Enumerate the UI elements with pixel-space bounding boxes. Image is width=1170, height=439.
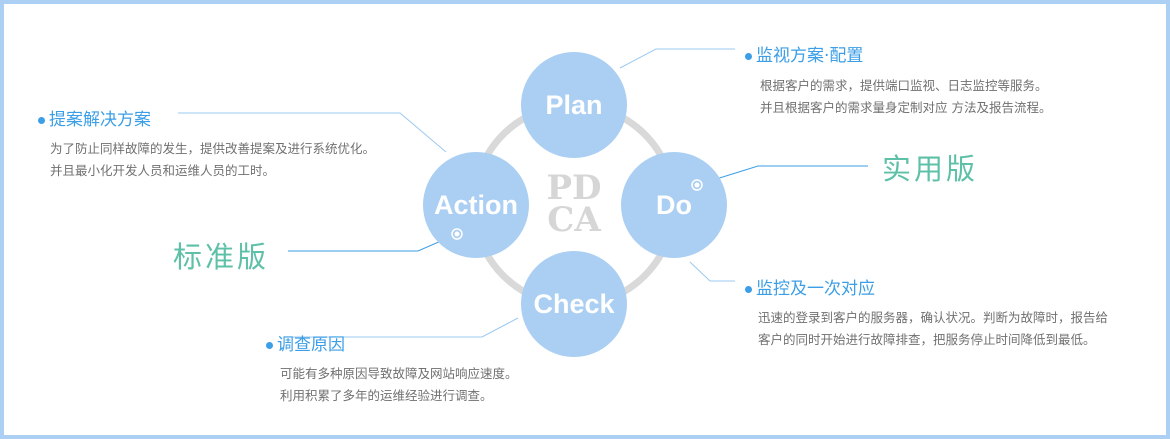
bullet-icon: [266, 341, 273, 349]
bullet-icon: [745, 285, 752, 293]
bullet-icon: [745, 52, 752, 60]
plan-label: Plan: [545, 90, 603, 120]
do-description: 迅速的登录到客户的服务器，确认状况。判断为故障时，报告给客户的同时开始进行故障排…: [758, 307, 1108, 351]
text-line: 并且最小化开发人员和运维人员的工时。: [50, 163, 276, 178]
pdca-bottom: CA: [547, 200, 601, 240]
do-marker-icon: [691, 179, 703, 191]
action-connector: [178, 112, 447, 153]
action-marker-icon: [451, 228, 463, 240]
plan-description: 根据客户的需求，提供端口监视、日志监控等服务。并且根据客户的需求量身定制对应 方…: [760, 75, 1051, 119]
plan-circle: [521, 52, 627, 158]
text-line: 客户的同时开始进行故障排查，把服务停止时间降低到最低。: [758, 332, 1096, 347]
do-marker-dot: [694, 182, 700, 188]
plan-title-text: 监视方案·配置: [756, 46, 864, 66]
practical-connector: [696, 165, 868, 186]
do-circle: [621, 152, 727, 258]
text-line: 迅速的登录到客户的服务器，确认状况。判断为故障时，报告给: [758, 310, 1109, 325]
text-line: 利用积累了多年的运维经验进行调查。: [280, 388, 493, 403]
plan-title: 监视方案·配置: [745, 41, 863, 66]
check-label: Check: [533, 289, 615, 319]
check-description: 可能有多种原因导致故障及网站响应速度。利用积累了多年的运维经验进行调查。: [280, 363, 518, 407]
check-title: 调查原因: [266, 330, 345, 355]
action-title: 提案解决方案: [38, 105, 151, 130]
action-label: Action: [434, 190, 518, 220]
standard-connector: [288, 233, 458, 252]
check-circle: [521, 251, 627, 357]
check-connector: [288, 317, 519, 338]
text-line: 为了防止同样故障的发生，提供改善提案及进行系统优化。: [50, 141, 376, 156]
action-description: 为了防止同样故障的发生，提供改善提案及进行系统优化。并且最小化开发人员和运维人员…: [50, 138, 375, 182]
action-title-text: 提案解决方案: [49, 110, 151, 130]
do-label: Do: [656, 190, 692, 220]
do-connector: [689, 261, 735, 282]
text-line: 并且根据客户的需求量身定制对应 方法及报告流程。: [760, 100, 1052, 115]
check-title-text: 调查原因: [277, 335, 345, 355]
text-line: 根据客户的需求，提供端口监视、日志监控等服务。: [760, 78, 1048, 93]
practical-edition-label: 实用版: [882, 152, 979, 186]
action-circle: [423, 152, 529, 258]
pdca-top: PD: [546, 168, 602, 208]
action-marker-dot: [454, 231, 460, 237]
bullet-icon: [38, 116, 45, 124]
text-line: 可能有多种原因导致故障及网站响应速度。: [280, 366, 518, 381]
plan-connector: [619, 48, 735, 69]
standard-edition-label: 标准版: [173, 240, 270, 274]
do-title-text: 监控及一次对应: [756, 279, 875, 299]
do-title: 监控及一次对应: [745, 274, 875, 299]
